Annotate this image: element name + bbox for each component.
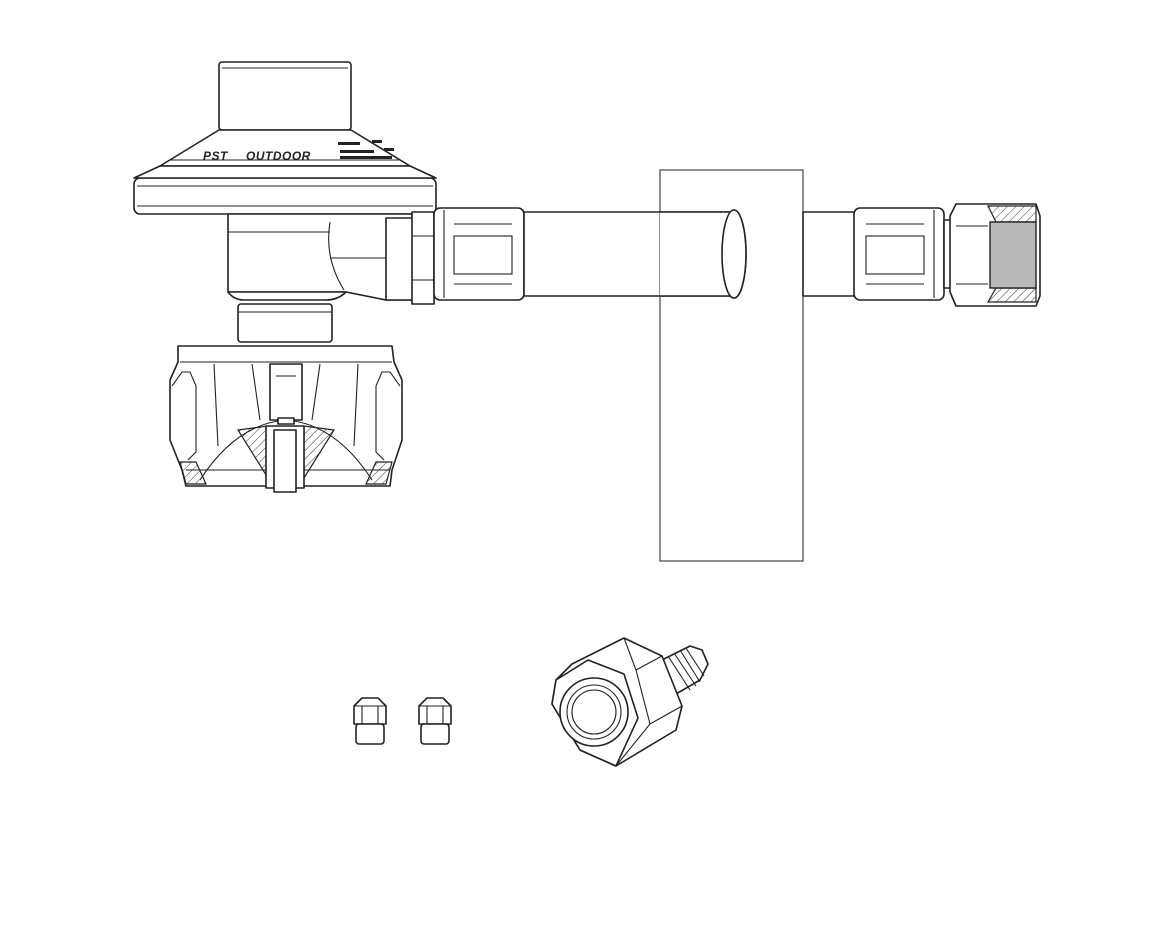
adapter-fitting <box>551 637 709 767</box>
regulator-flange <box>133 177 437 215</box>
regulator-body <box>227 213 413 301</box>
regulator: PST OUTDOOR <box>133 61 437 343</box>
cap-2 <box>418 697 452 745</box>
hose-right <box>802 211 856 297</box>
cap-1 <box>353 697 387 745</box>
swivel-nut-section <box>989 221 1037 289</box>
regulator-stamp-marks <box>338 140 394 159</box>
regulator-label-outdoor: OUTDOOR <box>246 149 311 163</box>
right-ferrule <box>853 207 945 301</box>
handwheel-post <box>269 363 303 421</box>
regulator-outlet-boss <box>385 217 415 301</box>
left-ferrule <box>433 207 525 301</box>
regulator-cap <box>218 61 352 131</box>
regulator-stem <box>237 303 333 343</box>
regulator-label-pst: PST <box>203 149 229 163</box>
handwheel <box>169 345 403 493</box>
handwheel-nozzle <box>273 429 297 493</box>
hose-assembly <box>433 169 1041 562</box>
wall-panel <box>659 169 804 562</box>
